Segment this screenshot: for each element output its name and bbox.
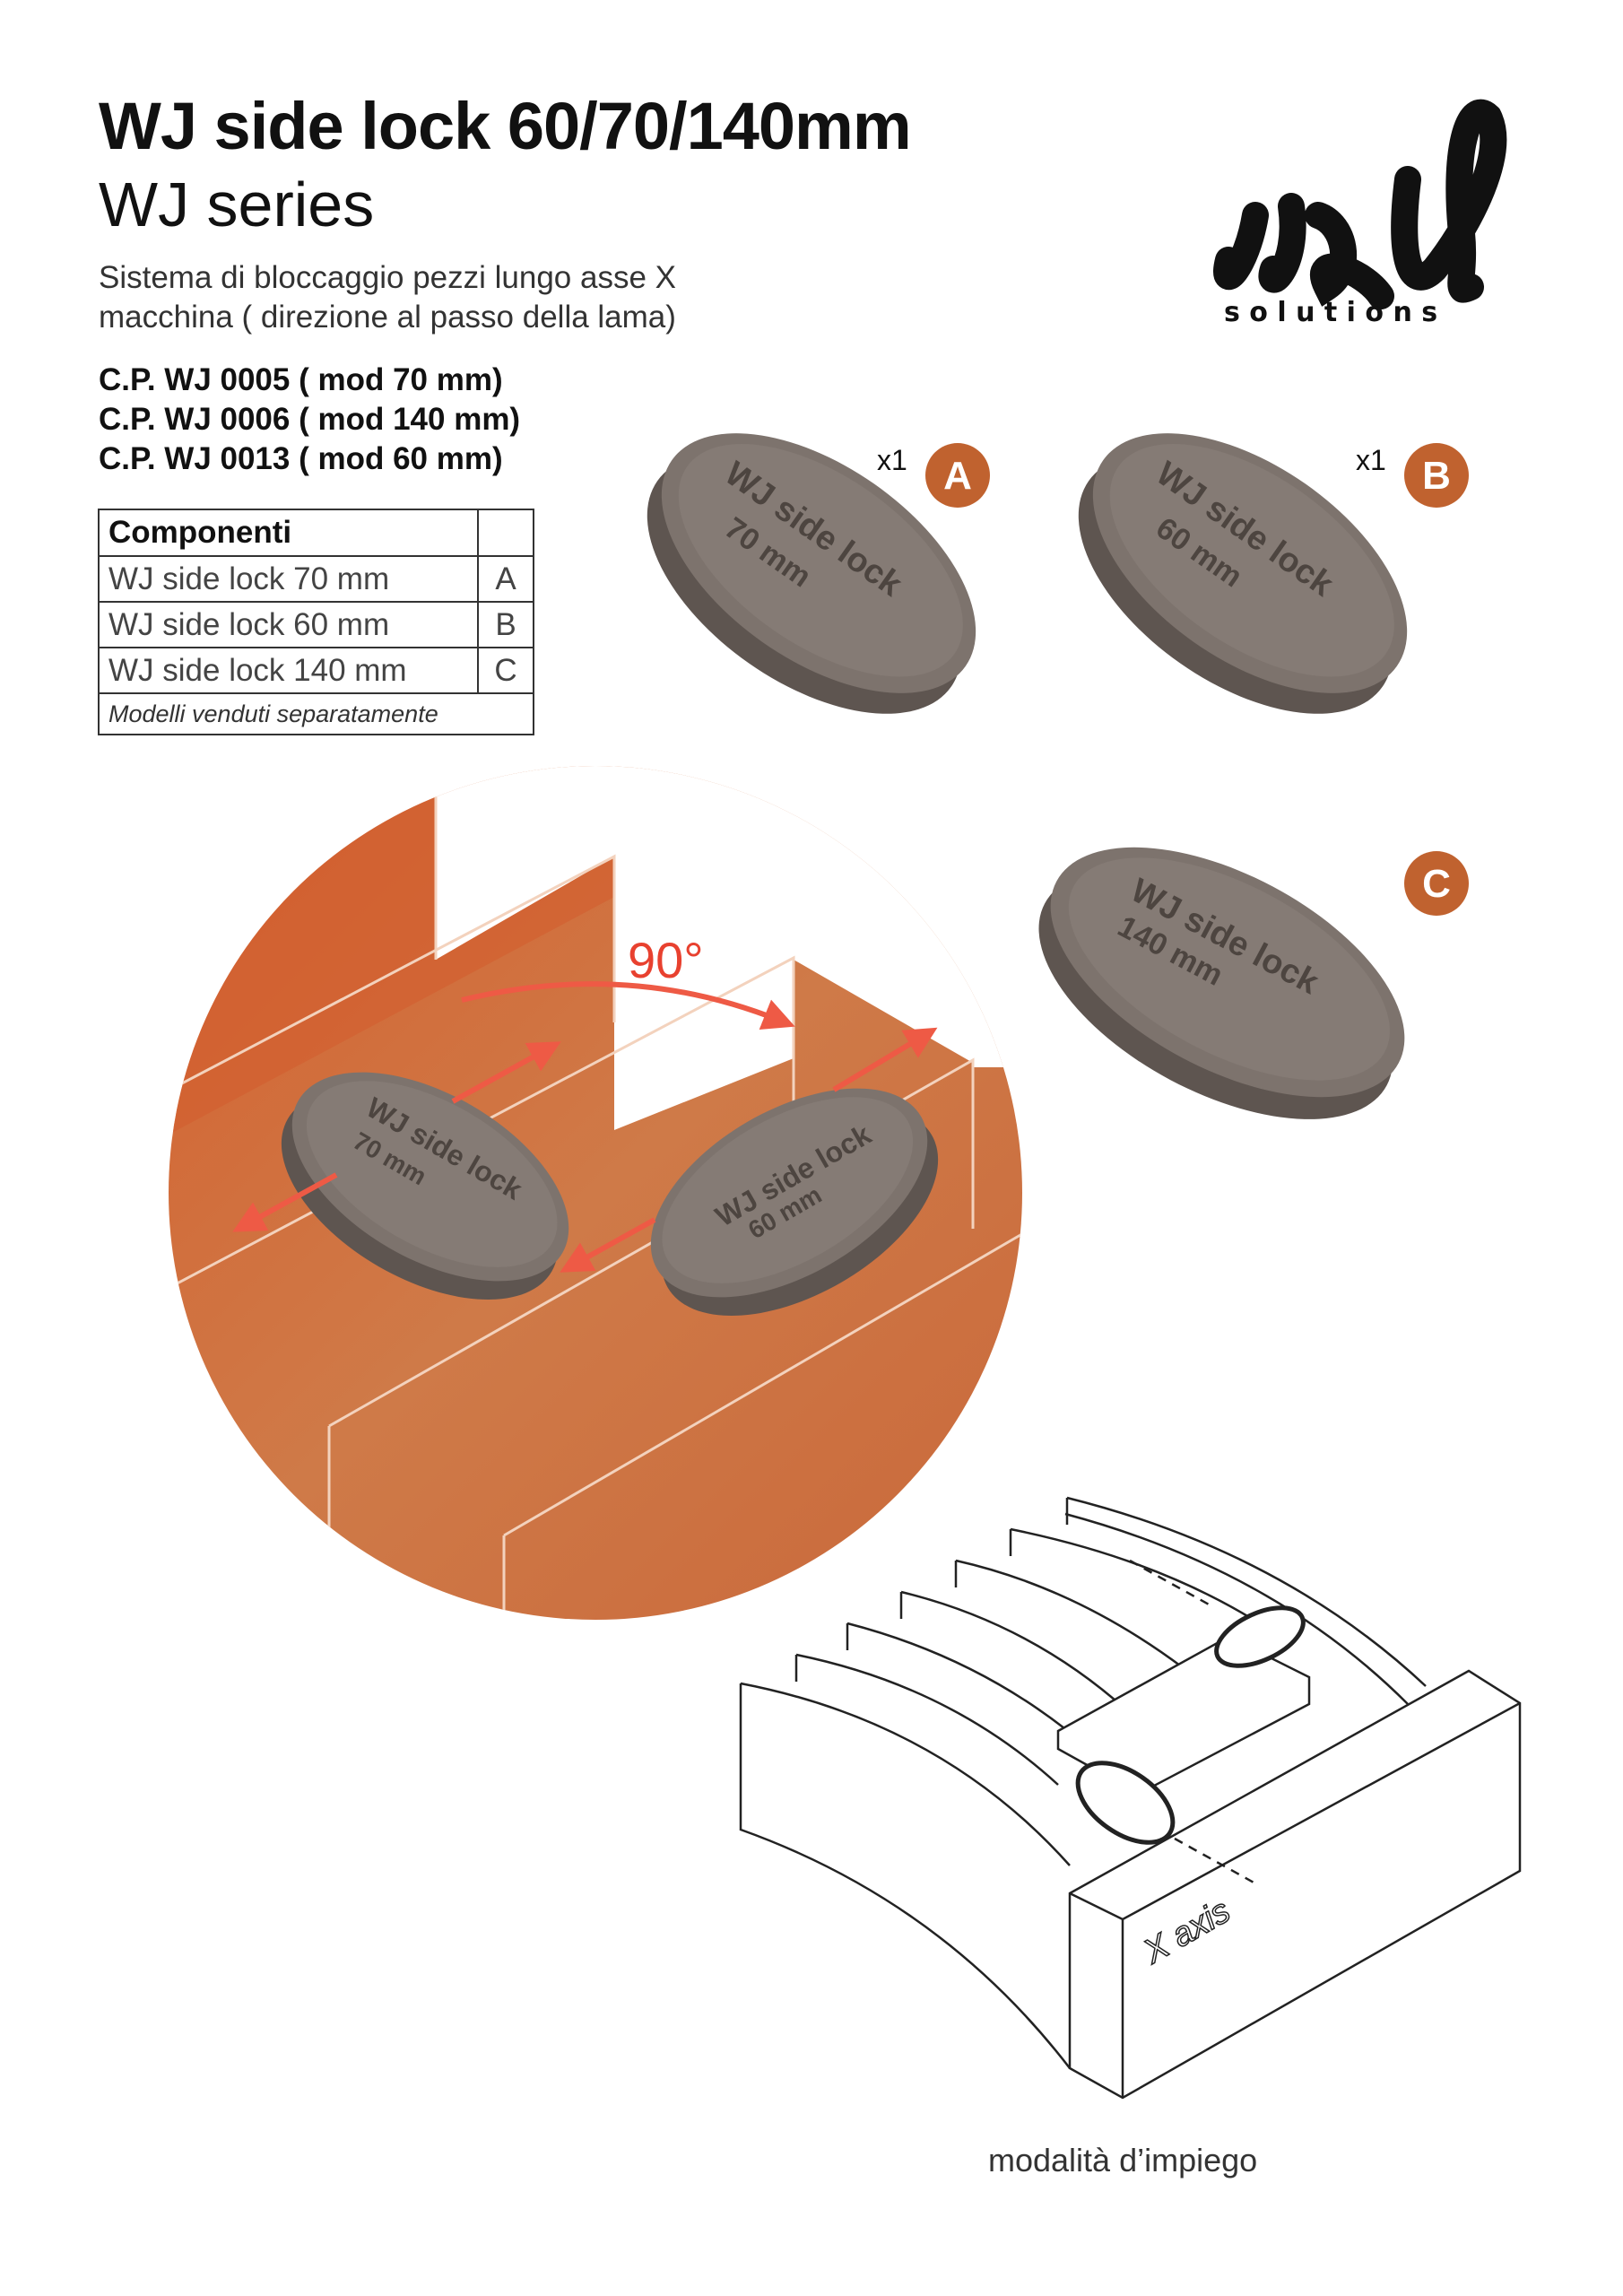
machine-drawing [739, 1496, 1522, 2100]
detail-view: WJ side lock 70 mm WJ side lock 60 mm 90… [169, 766, 1022, 1620]
part-qty: x1 [1356, 444, 1386, 476]
component-letter: A [477, 555, 534, 603]
badge-a [925, 443, 990, 508]
rotation-label: 90° [628, 932, 704, 988]
table-footnote-row: Modelli venduti separatamente [98, 692, 534, 735]
part-c: WJ side lock 140 mm C [999, 796, 1469, 1171]
description-line: macchina ( direzione al passo della lama… [99, 300, 676, 335]
badge-letter: B [1422, 454, 1451, 498]
component-name: WJ side lock 60 mm [98, 601, 479, 648]
component-name: WJ side lock 70 mm [98, 555, 479, 603]
description: Sistema di bloccaggio pezzi lungo asse X… [99, 258, 676, 337]
part-b: WJ side lock 60 mm x1 B [1033, 380, 1469, 767]
table-header-row: Componenti [98, 509, 534, 557]
table-header-empty [477, 509, 534, 557]
badge-letter: C [1422, 862, 1451, 906]
component-letter: C [477, 647, 534, 694]
movement-arrows [232, 981, 938, 1273]
table-header: Componenti [98, 509, 479, 557]
description-line: Sistema di bloccaggio pezzi lungo asse X [99, 260, 676, 295]
badge-b [1404, 443, 1469, 508]
product-code: C.P. WJ 0013 ( mod 60 mm) [99, 441, 503, 476]
product-code: C.P. WJ 0006 ( mod 140 mm) [99, 402, 521, 437]
jrul-logo: s o l u t i o n s [1213, 100, 1507, 328]
product-code: C.P. WJ 0005 ( mod 70 mm) [99, 362, 503, 397]
component-letter: B [477, 601, 534, 648]
component-name: WJ side lock 140 mm [98, 647, 479, 694]
logo-tagline: s o l u t i o n s [1224, 297, 1437, 328]
table-footnote: Modelli venduti separatamente [98, 692, 534, 735]
badge-letter: A [943, 454, 972, 498]
part-qty: x1 [877, 444, 907, 476]
page-subtitle: WJ series [99, 170, 375, 239]
badge-c [1404, 851, 1469, 916]
part-a: WJ side lock 70 mm x1 A [602, 380, 1021, 767]
product-codes: C.P. WJ 0005 ( mod 70 mm) C.P. WJ 0006 (… [99, 361, 520, 479]
page-title: WJ side lock 60/70/140mm [99, 89, 912, 163]
usage-caption: modalità d’impiego [988, 2142, 1258, 2179]
